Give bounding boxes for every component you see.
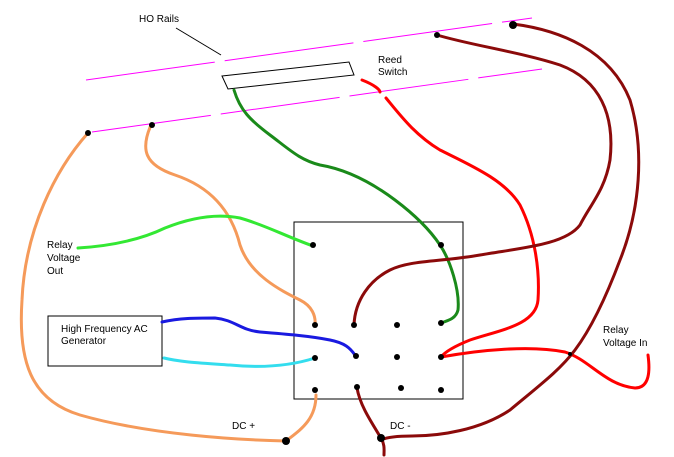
dot-relay-14 <box>438 387 444 393</box>
wire-red-relay-in <box>439 347 651 390</box>
wire-orange-mid <box>144 123 317 327</box>
rail-top <box>85 17 533 81</box>
dot-relay-7 <box>312 355 318 361</box>
wire-darkred-right <box>379 22 641 442</box>
reed-switch <box>221 61 355 90</box>
label-relay-voltage-in-line1: Relay <box>603 325 629 336</box>
wire-blue <box>160 316 357 357</box>
dot-relay-12 <box>354 384 360 390</box>
label-dc-minus: DC - <box>390 421 411 432</box>
dot-rail-top-right <box>509 21 517 29</box>
rail-bottom <box>91 68 543 133</box>
dot-relay-2 <box>438 242 444 248</box>
dot-rail-top <box>434 32 440 38</box>
dot-relay-5 <box>394 322 400 328</box>
dot-relay-11 <box>312 387 318 393</box>
label-relay-voltage-in-line2: Voltage In <box>603 338 648 349</box>
dot-dc-plus <box>282 437 290 445</box>
label-reed-switch-line1: Reed <box>378 55 402 66</box>
wire-orange-dcplus <box>284 393 318 443</box>
label-hf-ac-line1: High Frequency AC <box>61 324 148 335</box>
label-relay-voltage-out-line2: Voltage <box>47 253 81 264</box>
dot-relay-9 <box>394 354 400 360</box>
wire-orange-left <box>19 131 288 443</box>
label-reed-switch-line2: Switch <box>378 67 408 78</box>
dot-relay-1 <box>310 242 316 248</box>
dot-relay-6 <box>438 320 444 326</box>
dot-relay-10 <box>438 354 444 360</box>
label-dc-plus: DC + <box>232 421 256 432</box>
dot-relay-3 <box>312 322 318 328</box>
label-hf-ac-line2: Generator <box>61 336 107 347</box>
dot-rail-mid <box>149 122 155 128</box>
dot-relay-13 <box>398 385 404 391</box>
wire-light-green-relay-out <box>76 214 315 250</box>
wire-darkred-dcminus <box>355 386 386 457</box>
dot-dc-minus <box>377 434 385 442</box>
relay-box <box>293 221 464 400</box>
dot-wire-bend <box>568 352 572 356</box>
wire-cyan <box>162 356 317 368</box>
wire-darkred-rail <box>352 33 613 327</box>
label-ho-rails: HO Rails <box>139 14 180 25</box>
hf-ac-generator-box <box>47 315 163 367</box>
dot-relay-4 <box>351 322 357 328</box>
dot-rail-left <box>85 130 91 136</box>
label-relay-voltage-out-line1: Relay <box>47 240 73 251</box>
label-relay-voltage-out-line3: Out <box>47 266 64 277</box>
dot-relay-8 <box>353 353 359 359</box>
terminal-dots <box>85 21 572 445</box>
wire-green-reed <box>232 88 460 325</box>
ho-rails-pointer <box>175 27 222 56</box>
wire-red-reed <box>360 78 540 359</box>
